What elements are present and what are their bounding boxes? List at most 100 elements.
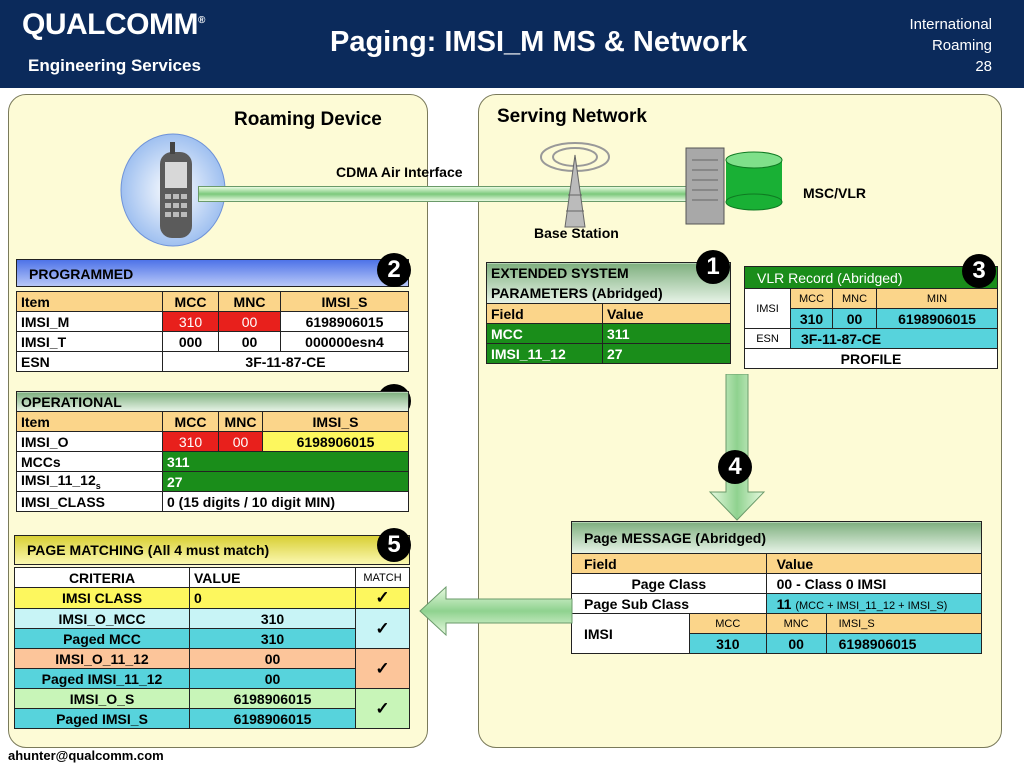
cell: 6198906015	[876, 308, 998, 329]
cell: Paged IMSI_11_12	[14, 668, 190, 689]
vlr-title: VLR Record (Abridged)	[744, 266, 998, 289]
cell: 310	[189, 628, 356, 649]
table-row: Page Class 00 - Class 0 IMSI	[571, 573, 983, 594]
cell: IMSI_O_S	[14, 688, 190, 709]
col-mcc: MCC	[162, 411, 219, 432]
col-criteria: CRITERIA	[14, 567, 190, 588]
page-message-title: Page MESSAGE (Abridged)	[571, 521, 982, 554]
cell: 00	[218, 311, 281, 332]
col-item: Item	[16, 291, 163, 312]
table-row: IMSI_O_MCC 310 ✓	[14, 608, 410, 649]
base-station-label: Base Station	[534, 225, 619, 241]
col-mnc: MNC	[218, 291, 281, 312]
col-field: Field	[486, 303, 603, 324]
cell: 310	[790, 308, 833, 329]
cell: 00	[832, 308, 877, 329]
cell: IMSI CLASS	[14, 587, 190, 609]
table-row: Paged IMSI_S 6198906015	[14, 708, 410, 729]
serving-network-heading: Serving Network	[497, 106, 647, 127]
msc-vlr-label: MSC/VLR	[803, 185, 866, 201]
table-row: ESN 3F-11-87-CE	[744, 328, 998, 349]
cell: Page Class	[571, 573, 767, 594]
qualcomm-logo: QUALCOMM®	[22, 8, 205, 41]
cell: IMSI	[571, 613, 690, 654]
table-row: ESN 3F-11-87-CE	[16, 351, 409, 372]
step-badge-1: 1	[696, 250, 730, 284]
header-bar: QUALCOMM® Engineering Services Paging: I…	[0, 0, 1024, 88]
programmed-table: Item MCC MNC IMSI_S IMSI_M 310 00 619890…	[16, 291, 409, 372]
cell: ESN	[744, 328, 791, 349]
col-value: VALUE	[189, 567, 356, 588]
cell: IMSI_O_11_12	[14, 648, 190, 669]
table-row: IMSI CLASS 0 ✓	[14, 587, 410, 609]
msc-vlr-icon	[685, 147, 783, 225]
check-icon: ✓	[355, 608, 410, 649]
cell: IMSI	[744, 288, 791, 329]
footer-email: ahunter@qualcomm.com	[8, 748, 164, 763]
cell: IMSI_11_12s	[16, 471, 163, 492]
vlr-table: VLR Record (Abridged) IMSI MCC MNC MIN 3…	[744, 266, 998, 369]
col-match: MATCH	[355, 567, 410, 588]
cell: 310	[689, 633, 767, 654]
cell: Paged MCC	[14, 628, 190, 649]
cell: MCC	[486, 323, 603, 344]
cell: 310	[162, 431, 219, 452]
cell: MCC	[790, 288, 833, 309]
cell: IMSI_O	[16, 431, 163, 452]
cell: IMSI_CLASS	[16, 491, 163, 512]
cell: PROFILE	[744, 348, 998, 369]
corner-info: International Roaming 28	[909, 14, 992, 77]
cell: 00 - Class 0 IMSI	[765, 573, 983, 594]
cell: 3F-11-87-CE	[162, 351, 409, 372]
step-badge-3-right: 3	[962, 254, 996, 288]
col-imsi-s: IMSI_S	[280, 291, 409, 312]
cell: MCCs	[16, 451, 163, 472]
roaming-device-heading: Roaming Device	[234, 109, 382, 130]
cell: 310	[162, 311, 219, 332]
cell: IMSI_T	[16, 331, 163, 352]
matching-header: PAGE MATCHING (All 4 must match)	[14, 535, 410, 565]
step-badge-2: 2	[377, 253, 411, 287]
step-badge-5: 5	[377, 528, 411, 562]
page-title: Paging: IMSI_M MS & Network	[330, 26, 748, 58]
cell: Page Sub Class	[571, 593, 767, 614]
cell: 3F-11-87-CE	[790, 328, 998, 349]
col-value: Value	[765, 553, 983, 574]
table-row: PROFILE	[744, 348, 998, 369]
cell: MIN	[876, 288, 998, 309]
programmed-header: PROGRAMMED	[16, 259, 409, 287]
cell: ESN	[16, 351, 163, 372]
table-row: Page Sub Class 11 (MCC + IMSI_11_12 + IM…	[571, 593, 983, 614]
table-row: MCCs 311	[16, 451, 409, 472]
cell: 6198906015	[189, 708, 356, 729]
col-field: Field	[571, 553, 767, 574]
cell: 00	[765, 633, 827, 654]
phone-icon	[120, 133, 226, 247]
cell: 00	[189, 668, 356, 689]
table-row: MCC 311	[486, 323, 731, 344]
cell: 6198906015	[262, 431, 409, 452]
cell: 0	[189, 587, 356, 609]
cell: 311	[162, 451, 409, 472]
check-icon: ✓	[355, 648, 410, 689]
cell: 311	[602, 323, 731, 344]
col-value: Value	[602, 303, 731, 324]
table-row: IMSI_M 310 00 6198906015	[16, 311, 409, 332]
corner-line2: Roaming	[931, 37, 992, 54]
cell: 00	[189, 648, 356, 669]
cell: IMSI_O_MCC	[14, 608, 190, 629]
col-item: Item	[16, 411, 163, 432]
cell: 00	[218, 431, 263, 452]
cell: 6198906015	[189, 688, 356, 709]
cell: 11 (MCC + IMSI_11_12 + IMSI_S)	[765, 593, 983, 614]
col-mcc: MCC	[162, 291, 219, 312]
table-row: IMSI_T 000 00 000000esn4	[16, 331, 409, 352]
cell: 6198906015	[825, 633, 983, 654]
cell: 0 (15 digits / 10 digit MIN)	[162, 491, 409, 512]
air-interface-link	[198, 186, 700, 202]
operational-table: OPERATIONAL Item MCC MNC IMSI_S IMSI_O 3…	[16, 391, 409, 512]
page-number: 28	[975, 58, 992, 75]
corner-line1: International	[909, 16, 992, 33]
table-row: IMSI_11_12 27	[486, 343, 731, 364]
